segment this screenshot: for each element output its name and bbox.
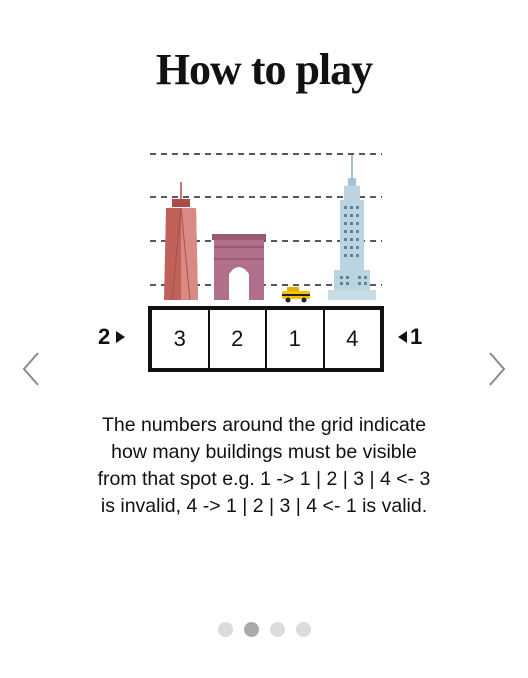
taxi-icon: [282, 287, 310, 303]
chevron-right-icon: [489, 352, 506, 386]
grid-cell: 4: [346, 326, 359, 351]
arrow-right-icon: [116, 331, 126, 343]
grid-cell: 1: [267, 310, 325, 368]
chevron-left-icon: [22, 352, 39, 386]
tower-building-icon: [164, 182, 198, 301]
right-clue: 1: [398, 324, 422, 350]
puzzle-grid: 3 2 1 4: [148, 306, 384, 372]
left-clue-number: 2: [98, 324, 111, 349]
empire-state-building-icon: [328, 155, 376, 300]
grid-cell: 2: [210, 310, 267, 368]
rules-description: The numbers around the grid indicate how…: [97, 414, 431, 517]
arrow-left-icon: [398, 331, 407, 343]
page-dot-1[interactable]: [217, 622, 233, 637]
left-clue: 2: [98, 324, 126, 350]
page-dot-3[interactable]: [269, 622, 285, 637]
skyline-illustration: [150, 153, 382, 303]
right-clue-number: 1: [410, 324, 423, 349]
previous-slide-button[interactable]: [20, 350, 42, 393]
next-slide-button[interactable]: [486, 350, 508, 393]
arch-building-icon: [212, 234, 266, 300]
page-dot-4[interactable]: [295, 622, 311, 637]
grid-cell: 3: [152, 310, 210, 368]
page-title: How to play: [155, 45, 373, 94]
pagination-dots: [0, 622, 528, 637]
page-dot-2-active[interactable]: [243, 622, 259, 637]
